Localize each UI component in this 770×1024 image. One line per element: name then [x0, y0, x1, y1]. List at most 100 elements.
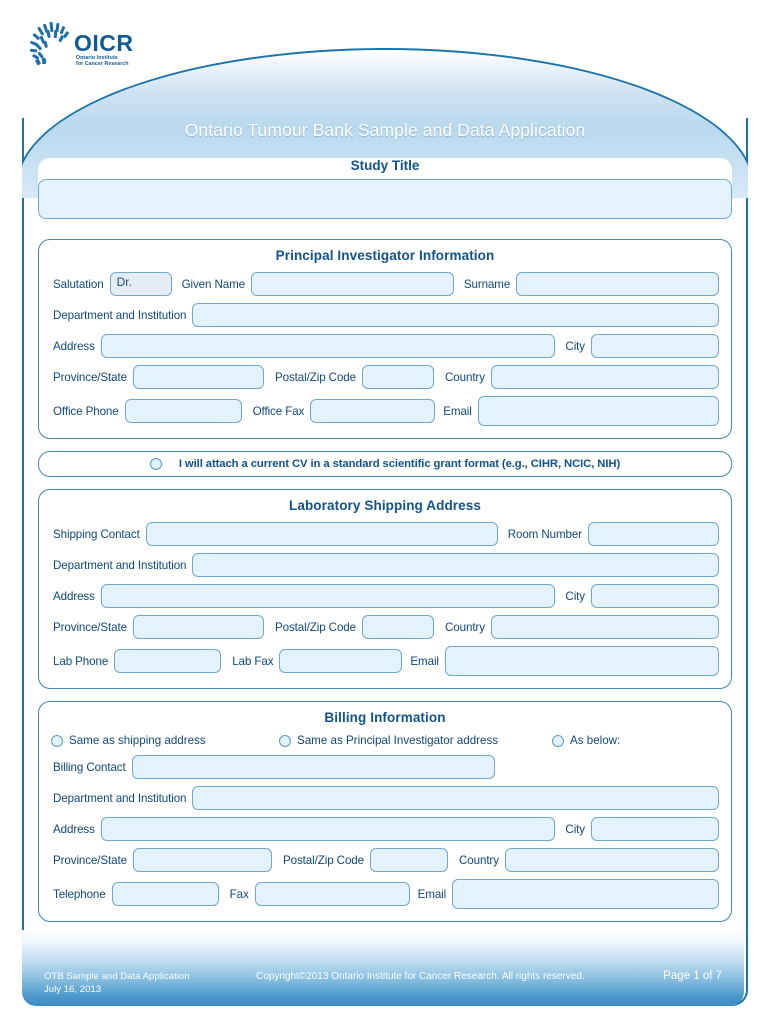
logo-subtitle-line2: for Cancer Research: [76, 61, 129, 68]
pi-department-row: Department and Institution: [51, 303, 719, 327]
billing-option-same-as-shipping[interactable]: Same as shipping address: [51, 734, 279, 747]
shipping-contact-row: Shipping Contact Room Number: [51, 522, 719, 546]
cv-attachment-label: I will attach a current CV in a standard…: [178, 458, 621, 470]
billing-options-row: Same as shipping address Same as Princip…: [51, 734, 719, 747]
pi-name-row: Salutation Dr. Given Name Surname: [51, 272, 720, 296]
study-title-input[interactable]: [38, 179, 732, 219]
pi-salutation-label: Salutation: [53, 277, 104, 291]
shipping-country-input[interactable]: [490, 615, 719, 639]
section-shipping-address: Laboratory Shipping Address Shipping Con…: [38, 489, 732, 689]
shipping-contact-label: Shipping Contact: [53, 527, 140, 541]
billing-telephone-row: Telephone Fax Email: [51, 879, 719, 909]
page-title: Ontario Tumour Bank Sample and Data Appl…: [184, 120, 586, 140]
billing-option-as-below[interactable]: As below:: [552, 734, 620, 747]
shipping-phone-row: Lab Phone Lab Fax Email: [51, 646, 719, 676]
section-study-title: Study Title: [38, 158, 732, 219]
billing-department-row: Department and Institution: [51, 786, 719, 810]
billing-telephone-label: Telephone: [53, 887, 106, 901]
billing-contact-label: Billing Contact: [53, 760, 126, 774]
billing-address-label: Address: [53, 822, 95, 836]
pi-surname-input[interactable]: [516, 272, 720, 296]
billing-city-input[interactable]: [591, 817, 719, 841]
shipping-room-input[interactable]: [588, 522, 719, 546]
shipping-contact-input[interactable]: [145, 522, 498, 546]
cv-attachment-row[interactable]: I will attach a current CV in a standard…: [38, 451, 732, 477]
oicr-logo: OICR Ontario Institute for Cancer Resear…: [30, 22, 140, 84]
pi-office-fax-input[interactable]: [310, 399, 436, 423]
pi-department-input[interactable]: [192, 303, 719, 327]
billing-department-label: Department and Institution: [53, 791, 187, 805]
billing-province-label: Province/State: [53, 853, 127, 867]
pi-office-phone-input[interactable]: [124, 399, 242, 423]
billing-fax-input[interactable]: [254, 882, 410, 906]
shipping-city-label: City: [565, 589, 585, 603]
billing-telephone-input[interactable]: [111, 882, 219, 906]
footer-copyright: Copyright©2013 Ontario Institute for Can…: [256, 971, 585, 982]
study-title-label: Study Title: [350, 158, 420, 173]
pi-province-input[interactable]: [133, 365, 264, 389]
billing-email-input[interactable]: [452, 879, 719, 909]
billing-address-input[interactable]: [100, 817, 556, 841]
billing-contact-row: Billing Contact: [51, 755, 719, 779]
footer-document-info: OTB Sample and Data Application July 16,…: [44, 970, 244, 996]
pi-given-name-label: Given Name: [181, 277, 246, 291]
pi-department-label: Department and Institution: [53, 308, 187, 322]
pi-office-phone-label: Office Phone: [53, 404, 119, 418]
form-page: Ontario Tumour Bank Sample and Data Appl…: [22, 48, 748, 1006]
section-principal-investigator: Principal Investigator Information Salut…: [38, 239, 732, 439]
shipping-address-input[interactable]: [100, 584, 556, 608]
cv-attachment-radio-icon[interactable]: [149, 458, 162, 470]
pi-city-input[interactable]: [591, 334, 719, 358]
billing-section-title: Billing Information: [324, 710, 446, 725]
shipping-email-label: Email: [410, 654, 439, 668]
billing-department-input[interactable]: [192, 786, 719, 810]
pi-email-input[interactable]: [477, 396, 719, 426]
section-billing-information: Billing Information Same as shipping add…: [38, 701, 732, 922]
shipping-lab-phone-input[interactable]: [114, 649, 222, 673]
billing-postal-label: Postal/Zip Code: [283, 853, 364, 867]
billing-option-1-label: Same as Principal Investigator address: [297, 734, 499, 747]
shipping-department-label: Department and Institution: [53, 558, 187, 572]
pi-given-name-input[interactable]: [251, 272, 454, 296]
shipping-lab-fax-label: Lab Fax: [232, 654, 274, 668]
shipping-email-input[interactable]: [444, 646, 719, 676]
billing-option-0-label: Same as shipping address: [69, 734, 206, 747]
pi-postal-input[interactable]: [362, 365, 434, 389]
billing-contact-input[interactable]: [131, 755, 495, 779]
shipping-section-title: Laboratory Shipping Address: [289, 498, 481, 513]
footer-doc-name: OTB Sample and Data Application: [44, 971, 190, 982]
shipping-room-label: Room Number: [507, 527, 582, 541]
footer-page-number: Page 1 of 7: [663, 970, 722, 982]
billing-city-label: City: [565, 822, 585, 836]
billing-option-1-radio-icon[interactable]: [279, 734, 291, 747]
pi-city-label: City: [565, 339, 585, 353]
pi-address-row: Address City: [51, 334, 719, 358]
billing-province-input[interactable]: [133, 848, 272, 872]
billing-country-label: Country: [459, 853, 499, 867]
shipping-department-input[interactable]: [192, 553, 719, 577]
footer-doc-date: July 16, 2013: [44, 984, 102, 995]
pi-address-input[interactable]: [100, 334, 556, 358]
billing-option-same-as-pi[interactable]: Same as Principal Investigator address: [279, 734, 552, 747]
billing-option-2-label: As below:: [570, 734, 621, 747]
billing-postal-input[interactable]: [370, 848, 448, 872]
billing-option-2-radio-icon[interactable]: [552, 734, 564, 747]
shipping-postal-input[interactable]: [362, 615, 434, 639]
shipping-city-input[interactable]: [591, 584, 719, 608]
billing-option-0-radio-icon[interactable]: [51, 734, 63, 747]
logo-acronym: OICR: [74, 30, 134, 56]
billing-email-label: Email: [417, 887, 447, 901]
shipping-postal-label: Postal/Zip Code: [275, 620, 356, 634]
billing-address-row: Address City: [51, 817, 719, 841]
shipping-province-input[interactable]: [133, 615, 264, 639]
shipping-lab-phone-label: Lab Phone: [53, 654, 109, 668]
pi-country-label: Country: [445, 370, 485, 384]
form-content: Study Title Principal Investigator Infor…: [24, 158, 746, 930]
shipping-country-label: Country: [445, 620, 485, 634]
pi-surname-label: Surname: [463, 277, 511, 291]
pi-country-input[interactable]: [490, 365, 719, 389]
billing-country-input[interactable]: [504, 848, 719, 872]
pi-salutation-input[interactable]: Dr.: [109, 272, 172, 296]
shipping-lab-fax-input[interactable]: [279, 649, 403, 673]
page-footer: OTB Sample and Data Application July 16,…: [22, 930, 744, 1006]
